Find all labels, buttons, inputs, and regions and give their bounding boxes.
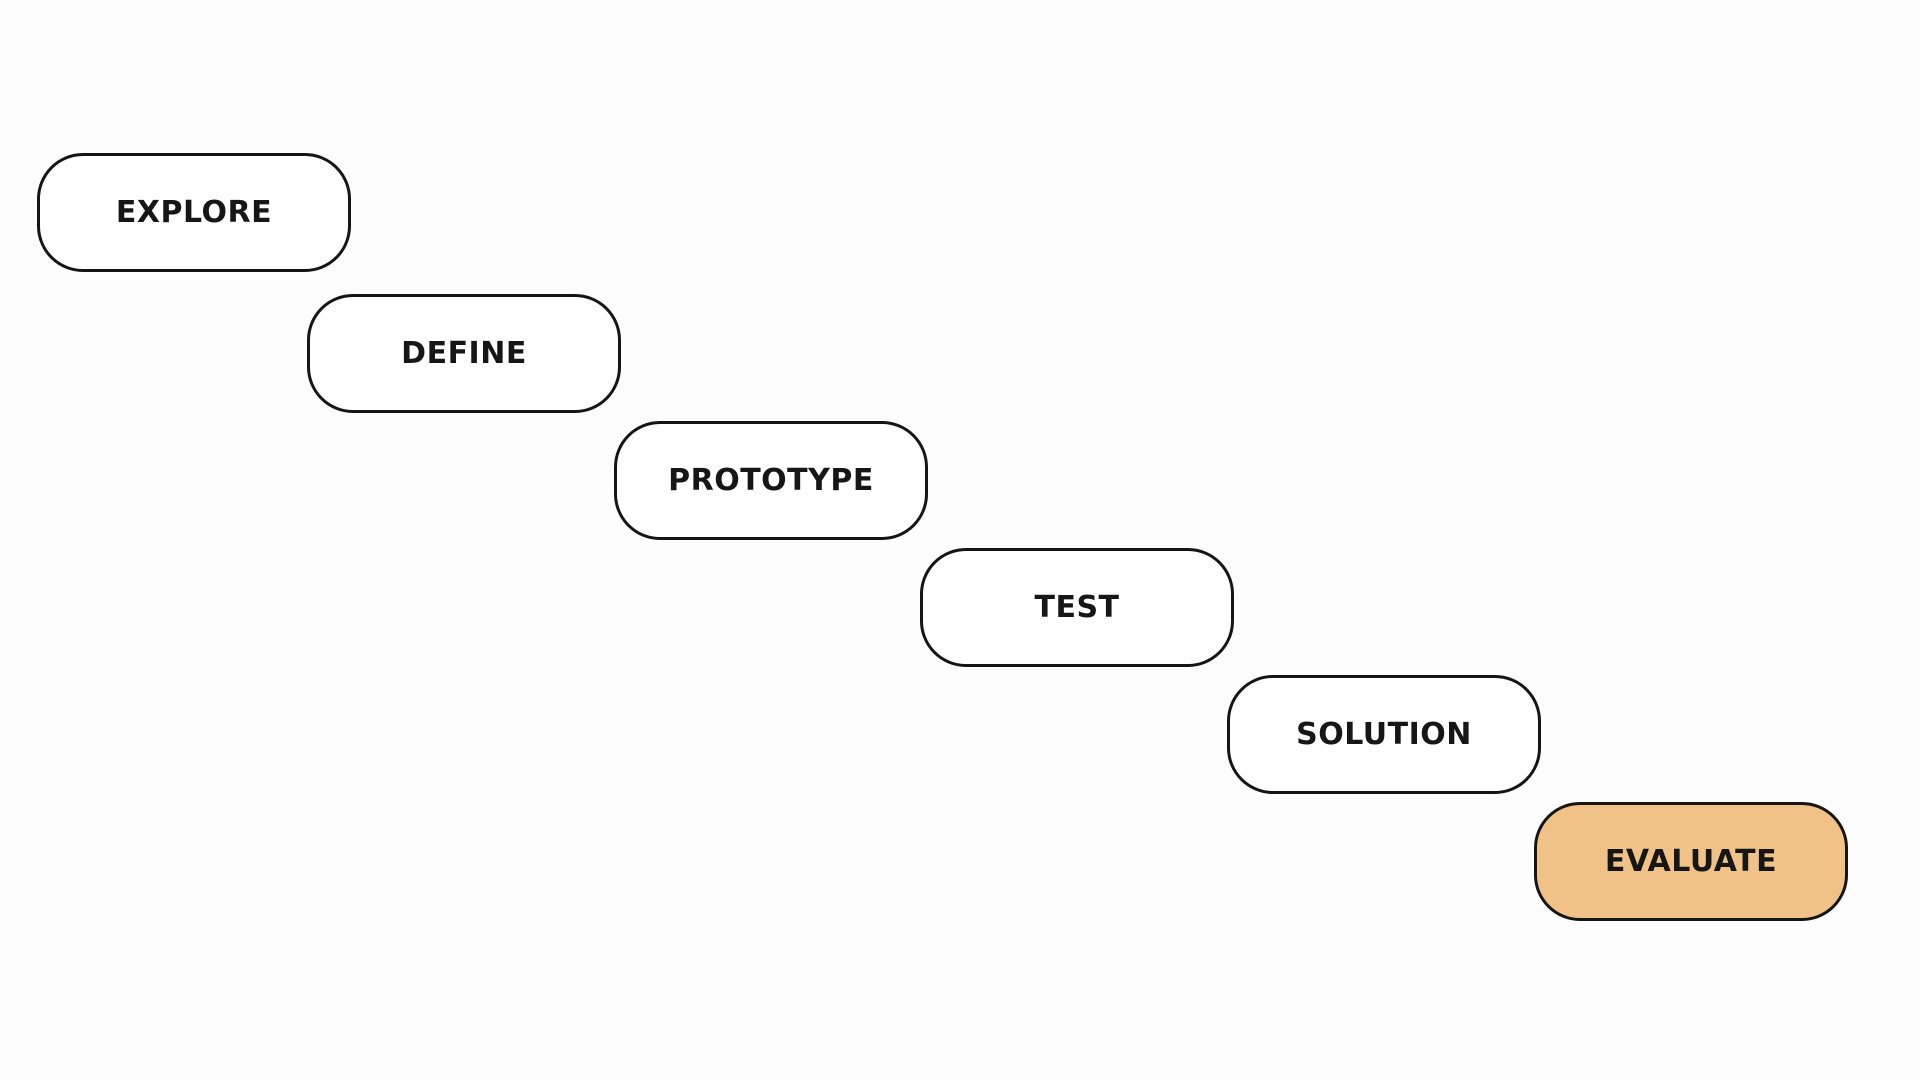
step-label-test: TEST	[1034, 590, 1120, 625]
step-solution: SOLUTION	[1227, 675, 1541, 794]
step-prototype: PROTOTYPE	[614, 421, 928, 540]
step-label-evaluate: EVALUATE	[1604, 844, 1778, 879]
step-label-explore: EXPLORE	[115, 195, 273, 230]
step-test: TEST	[920, 548, 1234, 667]
step-explore: EXPLORE	[37, 153, 351, 272]
step-label-solution: SOLUTION	[1296, 717, 1472, 752]
step-label-define: DEFINE	[401, 336, 527, 371]
step-define: DEFINE	[307, 294, 621, 413]
step-evaluate: EVALUATE	[1534, 802, 1848, 921]
step-label-prototype: PROTOTYPE	[668, 463, 874, 498]
